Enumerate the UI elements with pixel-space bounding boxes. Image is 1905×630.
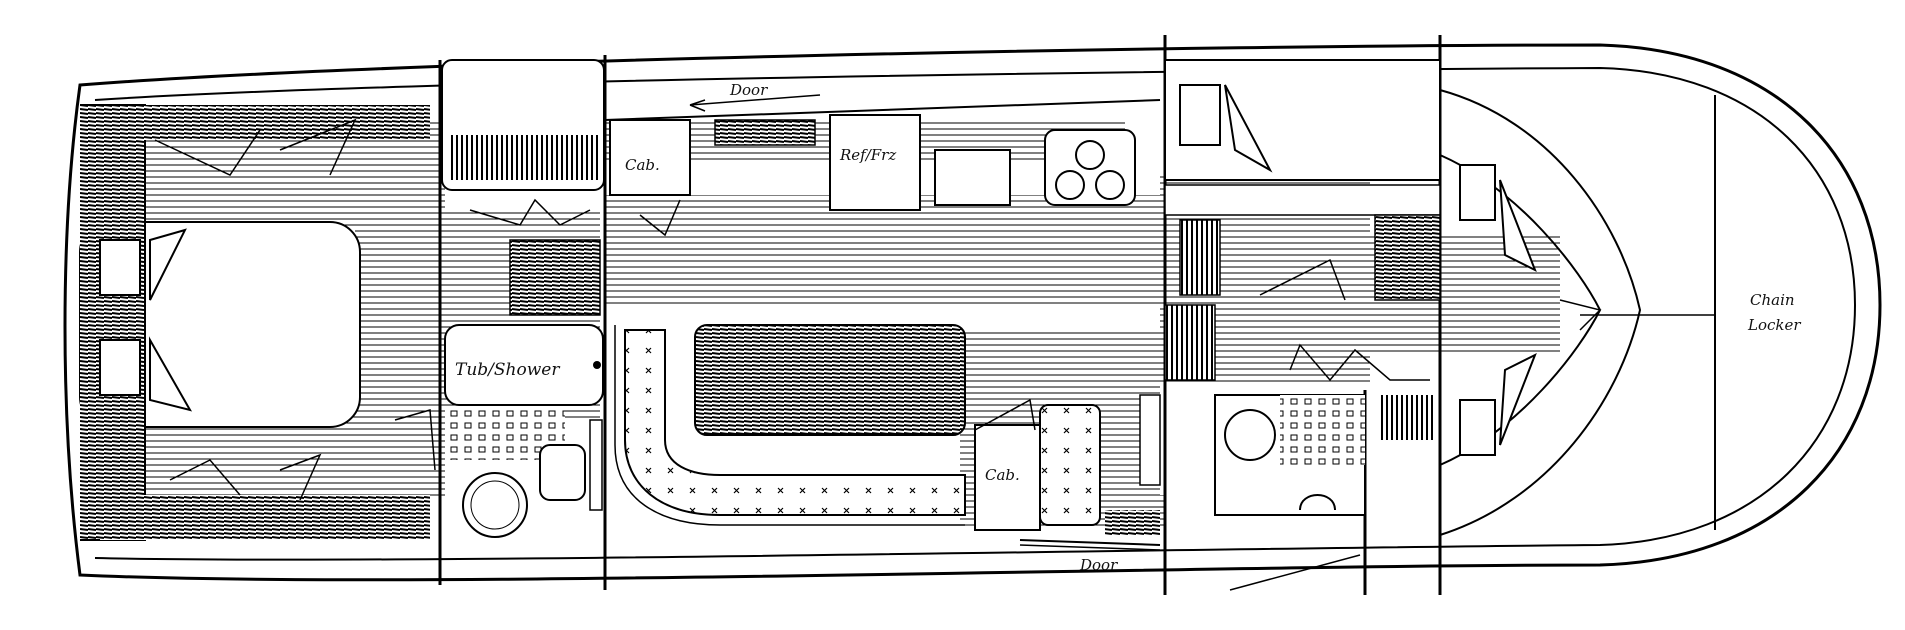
labels: Door Cab. Ref/Frz Tub/Shower Cab. Door C… xyxy=(455,81,1801,574)
galley xyxy=(604,99,1161,237)
head-compartment xyxy=(394,324,604,538)
chain-locker-label-line1: Chain xyxy=(1750,291,1795,309)
hanging-locker xyxy=(441,59,605,316)
chain-locker-label-line2: Locker xyxy=(1747,316,1801,334)
door-bottom-label: Door xyxy=(1079,556,1118,574)
v-berth xyxy=(1439,89,1715,536)
hull xyxy=(63,43,1882,582)
cab-salon-label: Cab. xyxy=(985,466,1020,484)
guest-cabin xyxy=(1164,59,1441,591)
aft-berth xyxy=(79,104,430,541)
ref-frz-label: Ref/Frz xyxy=(839,146,896,164)
salon-dinette xyxy=(614,324,1161,546)
tub-shower-label: Tub/Shower xyxy=(455,360,560,380)
door-top-label: Door xyxy=(729,81,768,99)
cab-galley-label: Cab. xyxy=(625,156,660,174)
